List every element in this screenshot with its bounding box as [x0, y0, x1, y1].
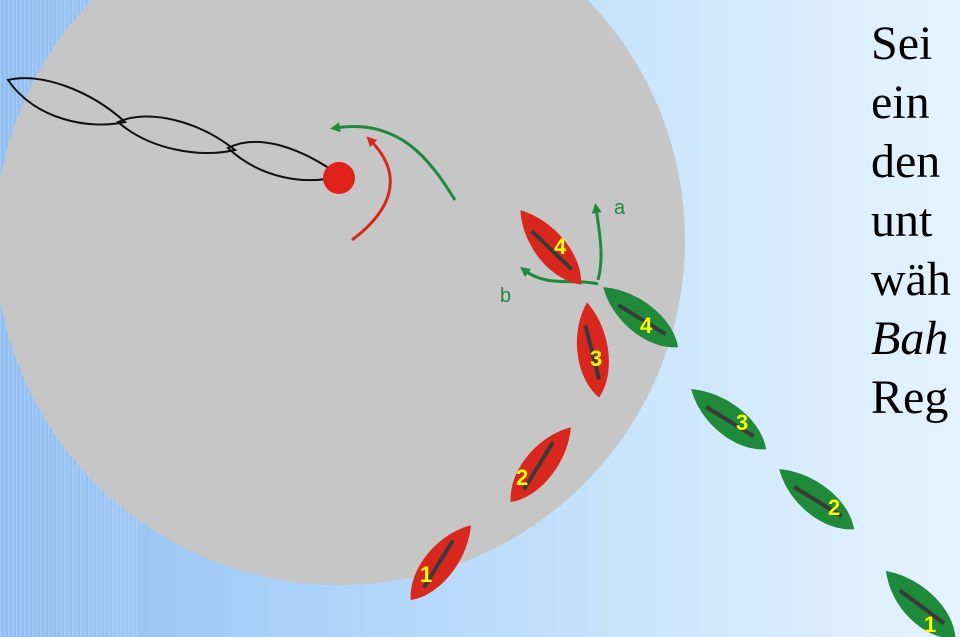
red-boat-2: [510, 427, 571, 503]
green-arrow-a: [591, 203, 603, 281]
red-boat-2-number: 2: [516, 465, 528, 490]
outline-boat-2: [116, 115, 238, 154]
green-boat-1-number: 1: [924, 612, 936, 637]
red-course-arrow: [351, 136, 392, 242]
side-text-line-4: unt: [871, 194, 933, 247]
red-boat-1: [410, 525, 471, 601]
green-boat-4: [603, 287, 679, 348]
green-boats: 1 2 3 4: [603, 287, 956, 637]
side-text-line-5: wäh: [871, 253, 951, 306]
red-boat-4-number: 4: [554, 234, 567, 259]
red-boat-4: [520, 210, 582, 285]
red-boat-3-number: 3: [590, 346, 602, 371]
arrow-label-b: b: [500, 285, 511, 307]
side-text-line-7: Reg: [871, 371, 949, 424]
side-text-block: Sei ein den unt wäh Bah Reg: [871, 14, 960, 427]
outline-boat-1: [6, 77, 128, 126]
side-text-line-6: Bah: [871, 312, 949, 365]
green-boat-2-number: 2: [828, 495, 840, 520]
red-boat-1-number: 1: [420, 562, 432, 587]
red-boat-3: [576, 302, 609, 398]
arrow-label-a: a: [614, 197, 626, 219]
green-boat-3: [691, 389, 767, 450]
red-boats: 1 2 3 4: [410, 210, 609, 601]
zone-circle: [0, 0, 685, 585]
green-course-arrow: [330, 122, 457, 201]
mark-buoy: [323, 162, 355, 194]
side-text-line-3: den: [871, 135, 941, 188]
green-arrow-b: [519, 267, 599, 286]
side-text-line-1: Sei: [871, 17, 933, 70]
green-boat-4-number: 4: [640, 313, 653, 338]
green-boat-2: [779, 469, 855, 530]
side-text-line-2: ein: [871, 76, 930, 129]
green-boat-3-number: 3: [736, 410, 748, 435]
green-boat-1: [886, 571, 956, 637]
